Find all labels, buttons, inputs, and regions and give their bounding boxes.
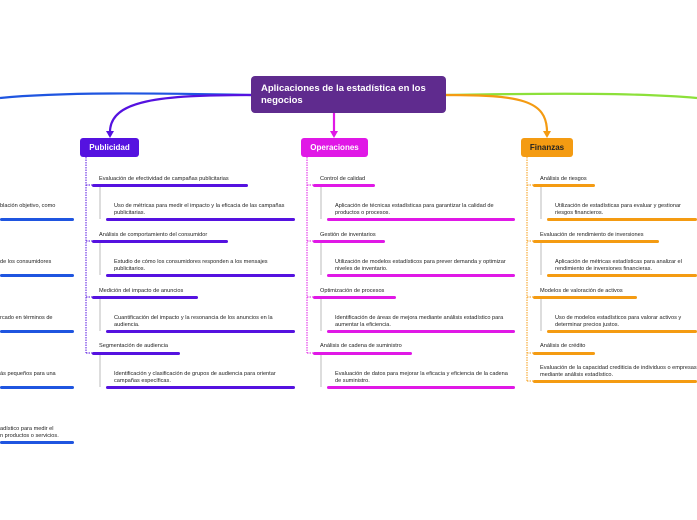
detail-underline — [547, 274, 697, 277]
topic-title[interactable]: Segmentación de audiencia — [99, 343, 169, 349]
left-fragment-underline — [0, 274, 74, 277]
topic-detail[interactable]: Utilización de modelos estadísticos para… — [335, 259, 506, 272]
detail-underline — [106, 330, 295, 333]
left-fragment-underline — [0, 441, 74, 444]
left-fragment-underline — [0, 386, 74, 389]
topic-detail[interactable]: Evaluación de datos para mejorar la efic… — [335, 371, 508, 384]
topic-underline — [92, 184, 248, 187]
detail-underline — [327, 274, 515, 277]
topic-underline — [313, 184, 375, 187]
topic-detail[interactable]: Estudio de cómo los consumidores respond… — [114, 259, 268, 272]
topic-title[interactable]: Evaluación de efectividad de campañas pu… — [99, 176, 229, 182]
detail-underline — [106, 386, 295, 389]
detail-underline — [547, 218, 697, 221]
root-title: Aplicaciones de la estadística en los ne… — [261, 83, 426, 106]
topic-underline — [92, 296, 198, 299]
topic-underline — [92, 240, 228, 243]
topic-title[interactable]: Optimización de procesos — [320, 288, 385, 294]
topic-underline — [533, 240, 659, 243]
topic-title[interactable]: Gestión de inventarios — [320, 232, 376, 238]
connector-root-left — [0, 92, 252, 100]
connector-root-finanzas — [445, 93, 549, 133]
topic-detail[interactable]: Aplicación de métricas estadísticas para… — [555, 259, 682, 272]
arrowhead-publicidad — [106, 131, 114, 138]
detail-underline — [106, 218, 295, 221]
detail-underline — [327, 330, 515, 333]
topic-underline — [92, 352, 180, 355]
root-topic[interactable]: Aplicaciones de la estadística en los ne… — [251, 76, 446, 113]
topic-title[interactable]: Análisis de crédito — [540, 343, 586, 349]
topic-title[interactable]: Evaluación de rendimiento de inversiones — [540, 232, 644, 238]
branch-operaciones[interactable]: Operaciones — [301, 138, 368, 157]
topic-detail[interactable]: Identificación y clasificación de grupos… — [114, 371, 276, 384]
topic-title[interactable]: Control de calidad — [320, 176, 366, 182]
topic-underline — [313, 296, 396, 299]
topic-detail[interactable]: Identificación de áreas de mejora median… — [335, 315, 504, 328]
topic-detail[interactable]: Uso de modelos estadísticos para valorar… — [555, 315, 682, 328]
branch-finanzas[interactable]: Finanzas — [521, 138, 573, 157]
left-fragment[interactable]: blación objetivo, como — [0, 203, 56, 209]
topic-underline — [533, 296, 637, 299]
topic-title[interactable]: Evaluación de la capacidad crediticia de… — [540, 365, 697, 378]
topic-detail[interactable]: Cuantificación del impacto y la resonanc… — [114, 315, 273, 328]
topic-title[interactable]: Análisis de cadena de suministro — [320, 343, 402, 349]
connector-root-right — [445, 92, 697, 100]
topic-title[interactable]: Modelos de valoración de activos — [540, 288, 623, 294]
arrowhead-finanzas — [543, 131, 551, 138]
topic-detail[interactable]: Utilización de estadísticas para evaluar… — [555, 203, 681, 216]
topic-underline — [313, 352, 412, 355]
left-fragment[interactable]: rcado en términos de — [0, 315, 53, 321]
topic-underline — [533, 380, 697, 383]
arrowhead-operaciones — [330, 131, 338, 138]
topic-underline — [533, 184, 595, 187]
detail-underline — [327, 218, 515, 221]
topic-underline — [313, 240, 385, 243]
detail-underline — [327, 386, 515, 389]
branch-label: Publicidad — [89, 143, 130, 152]
branch-label: Operaciones — [310, 143, 359, 152]
topic-detail[interactable]: Uso de métricas para medir el impacto y … — [114, 203, 285, 216]
topic-detail[interactable]: Aplicación de técnicas estadísticas para… — [335, 203, 494, 216]
topic-title[interactable]: Análisis de comportamiento del consumido… — [99, 232, 208, 238]
topic-underline — [533, 352, 595, 355]
connector-root-publicidad — [108, 93, 252, 133]
left-fragment[interactable]: de los consumidores — [0, 259, 52, 265]
left-fragment[interactable]: ás pequeños para una — [0, 371, 56, 377]
detail-underline — [547, 330, 697, 333]
branch-publicidad[interactable]: Publicidad — [80, 138, 139, 157]
left-fragment[interactable]: n productos o servicios. — [0, 433, 59, 439]
detail-underline — [106, 274, 295, 277]
left-fragment-underline — [0, 330, 74, 333]
topic-title[interactable]: Medición del impacto de anuncios — [99, 288, 184, 294]
left-fragment-underline — [0, 218, 74, 221]
branch-label: Finanzas — [529, 143, 565, 152]
left-fragment[interactable]: adístico para medir el — [0, 426, 54, 432]
topic-title[interactable]: Análisis de riesgos — [540, 176, 587, 182]
